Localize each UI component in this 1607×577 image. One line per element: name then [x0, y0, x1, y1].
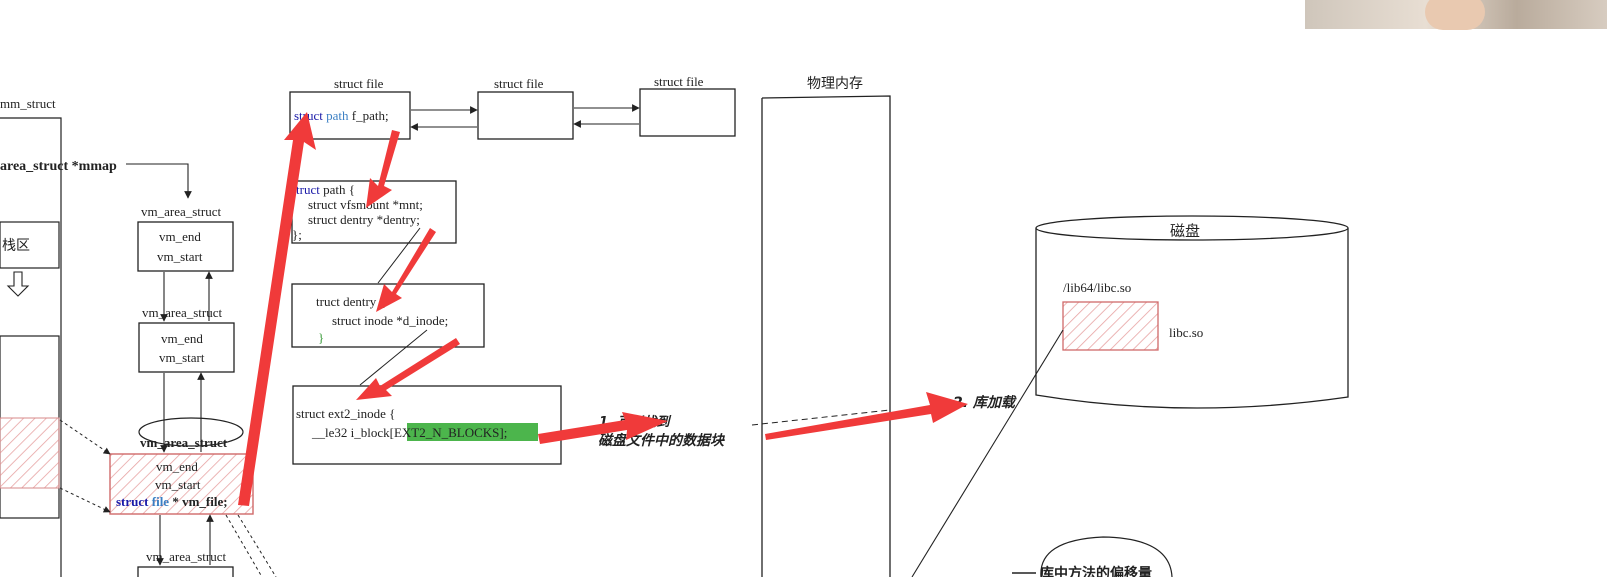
red-arrow-file-to-path — [366, 130, 400, 208]
vma-title-4: vm_area_struct — [146, 549, 227, 564]
disk-cylinder-top — [1035, 215, 1349, 241]
path-close: }; — [292, 227, 302, 242]
physical-memory-group: 物理内存 — [761, 76, 891, 577]
webcam-overlay — [1305, 0, 1607, 30]
physical-memory-label: 物理内存 — [807, 76, 863, 92]
vma-node-4 — [137, 566, 234, 577]
mm-struct-group: mm_struct area_struct *mmap 栈区 — [0, 96, 117, 577]
struct-file-label-3: struct file — [654, 74, 704, 89]
lib-name-label: libc.so — [1169, 325, 1203, 340]
vma-2-end: vm_end — [161, 331, 203, 346]
struct-file-box-2 — [477, 91, 574, 140]
struct-dentry-group: truct dentry { struct inode *d_inode; } — [291, 283, 485, 348]
disk-group: 磁盘 /lib64/libc.so libc.so — [911, 215, 1349, 577]
mapped-lib-region — [0, 417, 60, 489]
vma-node-1 — [137, 221, 234, 272]
struct-path-head: truct path { — [296, 182, 355, 197]
libc-file-block — [1062, 301, 1159, 351]
stack-label: 栈区 — [2, 238, 30, 254]
step1-line2: 磁盘文件中的数据块 — [598, 432, 726, 449]
vma-1-start: vm_start — [157, 249, 203, 264]
presenter-face — [1425, 0, 1485, 30]
vma-chain: vm_area_struct vm_end vm_start vm_area_s… — [59, 204, 277, 577]
dentry-inode-field: struct inode *d_inode; — [332, 313, 448, 328]
offset-bubble-text: 库中方法的偏移量 — [1040, 565, 1152, 577]
physical-memory-column — [761, 95, 891, 577]
vma-node-3-selected — [109, 453, 254, 515]
vma-2-start: vm_start — [159, 350, 205, 365]
vma-1-end: vm_end — [159, 229, 201, 244]
struct-file-box-1 — [289, 91, 411, 140]
struct-inode-group: struct ext2_inode { __le32 i_block[EXT2_… — [292, 385, 562, 465]
path-dentry-field: struct dentry *dentry; — [308, 212, 420, 227]
vm-file-field: struct file * vm_file; — [116, 494, 228, 509]
struct-file-label-1: struct file — [334, 76, 384, 91]
red-arrow-inode-to-block — [538, 412, 668, 444]
vma-title-3: vm_area_struct — [140, 435, 228, 450]
offset-bubble — [1040, 536, 1173, 577]
dentry-close: } — [318, 330, 324, 345]
struct-file-label-2: struct file — [494, 76, 544, 91]
inode-head: struct ext2_inode { — [296, 406, 395, 421]
vma-node-2 — [138, 322, 235, 373]
struct-path-group: truct path { struct vfsmount *mnt; struc… — [291, 180, 457, 244]
struct-file-group: struct file struct path f_path; struct f… — [289, 74, 736, 140]
mm-struct-label: mm_struct — [0, 96, 56, 111]
vma-3-start: vm_start — [155, 477, 201, 492]
vma-3-end: vm_end — [156, 459, 198, 474]
red-annotation-arrows — [238, 112, 968, 506]
i-block-field: __le32 i_block[EXT2_N_BLOCKS]; — [311, 425, 507, 440]
mmap-field: area_struct *mmap — [0, 159, 117, 174]
struct-dentry-box — [291, 283, 485, 348]
red-arrow-path-to-dentry — [376, 228, 436, 312]
red-arrow-dentry-to-inode — [356, 338, 460, 400]
path-mnt-field: struct vfsmount *mnt; — [308, 197, 423, 212]
stack-region — [0, 221, 60, 269]
step2-label: 2. 库加载 — [953, 394, 1017, 411]
lib-path-label: /lib64/libc.so — [1063, 280, 1131, 295]
vma-title-1: vm_area_struct — [141, 204, 222, 219]
dentry-head: truct dentry { — [316, 294, 386, 309]
down-hollow-arrow-icon — [6, 271, 30, 297]
struct-file-box-3 — [639, 88, 736, 137]
struct-inode-box — [292, 385, 562, 465]
f-path-field: struct path f_path; — [294, 108, 389, 123]
vma-title-2: vm_area_struct — [142, 305, 223, 320]
red-arrow-vmfile-to-file — [238, 112, 316, 506]
i-block-highlight — [407, 423, 538, 441]
disk-label: 磁盘 — [1170, 222, 1200, 240]
red-arrow-library-load — [765, 392, 968, 440]
